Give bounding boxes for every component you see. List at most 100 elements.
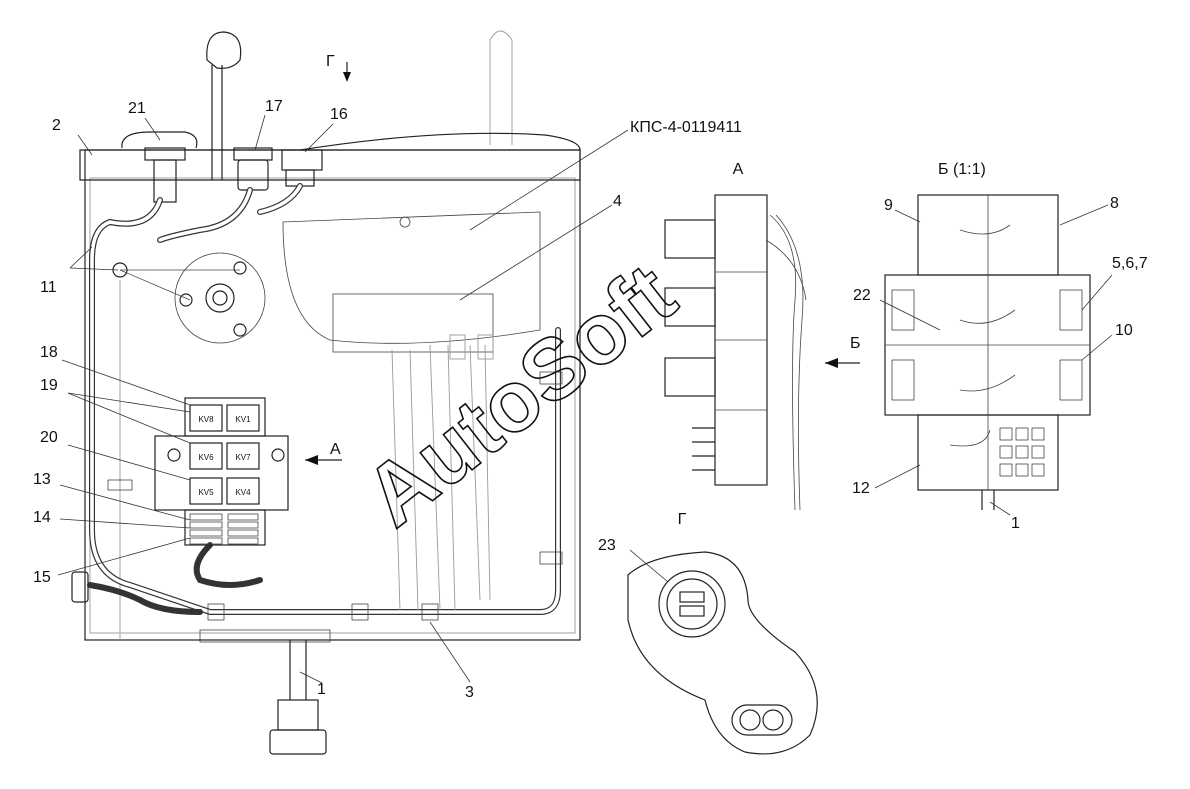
callout-9: 9 [884,197,893,214]
harness-clamp-4 [539,371,563,385]
callout-14: 14 [33,509,51,526]
hose-fitting-1 [449,334,466,360]
harness-branch-17-core [158,188,252,242]
relay-block: KV8 KV1 KV6 KV7 KV5 KV4 [154,397,289,546]
callout-8: 8 [1110,195,1119,212]
relay-kv4 [226,477,260,505]
view-a-arrowhead [305,455,318,465]
lever-outline [489,30,513,145]
callout-12: 12 [852,480,870,497]
lid-curve [299,132,581,151]
harness-clamp-1 [207,603,225,621]
relay-kv4-label: KV4 [235,488,251,497]
item-21-body [153,159,177,203]
relay-kv8 [189,404,223,432]
callout-18: 18 [40,344,58,361]
bottom-bracket [199,629,331,643]
view-b-grid [999,427,1045,477]
view-g-hole-2 [762,709,784,731]
screw-2 [179,293,193,307]
callout-17: 17 [265,98,283,115]
view-g-title: Г [678,511,687,528]
relay-kv1-label: KV1 [235,415,251,424]
view-b-wires [949,224,1016,447]
hose-fitting-2 [477,334,494,360]
view-g-pin-2 [679,605,705,617]
harness-main-core [90,198,560,614]
relay-block-top [184,397,266,437]
connector-1 [277,699,319,731]
joystick-knob [206,31,242,69]
view-b: Б (1:1) [874,161,1113,516]
relay-kv5 [189,477,223,505]
relay-kv7-label: KV7 [235,453,251,462]
view-a-arrow-label: А [330,441,341,458]
hoses [391,344,491,611]
rotary-hub [205,283,235,313]
leader-lines [57,114,629,684]
view-b-title: Б (1:1) [938,161,986,178]
item-21-switch [121,131,198,149]
callout-19: 19 [40,377,58,394]
housing-lid [79,149,581,181]
view-g: Г [627,511,818,755]
relay-kv5-label: KV5 [198,488,214,497]
callout-22: 22 [853,287,871,304]
view-g-pin-1 [679,591,705,603]
callout-21: 21 [128,100,146,117]
relay-kv6-label: KV6 [198,453,214,462]
view-a-relay-1 [664,219,716,259]
view-a-relay-3 [664,357,716,397]
main-view: KV8 KV1 KV6 KV7 KV5 KV4 А Г [57,30,629,755]
rotary-plate [174,252,266,344]
connector-15 [71,571,89,603]
callout-5-6-7: 5,6,7 [1112,255,1148,272]
connector-1-nut [269,729,327,755]
harness-branch-15 [87,582,203,615]
callout-23: 23 [598,537,616,554]
callout-4: 4 [613,193,622,210]
view-g-grommet [731,704,793,736]
view-b-arrow-label: Б [850,335,861,352]
view-g-arrow-label: Г [326,53,335,70]
controller-block [332,293,494,353]
relay-kv8-label: KV8 [198,415,214,424]
part-label: КПС-4-0119411 [630,119,742,136]
callout-15: 15 [33,569,51,586]
view-a-relay-2 [664,287,716,327]
view-b-leaders [874,204,1113,516]
harness-clamp-3 [421,603,439,621]
screw-1 [233,261,247,275]
screw-3 [233,323,247,337]
callout-20: 20 [40,429,58,446]
block-screw-r [271,448,285,462]
relay-kv7 [226,442,260,470]
view-g-arrowhead [343,72,351,82]
rotary-hub-inner [212,290,228,306]
harness-branch-block [193,542,263,588]
panel-screw [399,216,411,228]
item-16-connector [281,149,323,171]
view-g-leader [629,549,669,583]
fuse-rows [189,513,259,545]
relay-block-fuses [184,509,266,546]
inner-panel [282,211,541,344]
harness-clamp-5 [539,551,563,565]
view-g-socket-outer [658,570,726,638]
callout-10: 10 [1115,322,1133,339]
block-screw-l [167,448,181,462]
link-rod-2 [119,269,191,301]
relay-kv1 [226,404,260,432]
harness-branch-16-core [258,184,302,214]
watermark: AutoSoft [348,246,693,545]
harness-clamp-2 [351,603,369,621]
view-a-fuses [692,427,715,471]
callout-11: 11 [40,279,57,296]
view-g-hole-1 [739,709,761,731]
callout-16: 16 [330,106,348,123]
callout-3: 3 [465,684,474,701]
callout-1-view-b: 1 [1011,515,1020,532]
callout-2: 2 [52,117,61,134]
clamp-13 [107,479,133,491]
